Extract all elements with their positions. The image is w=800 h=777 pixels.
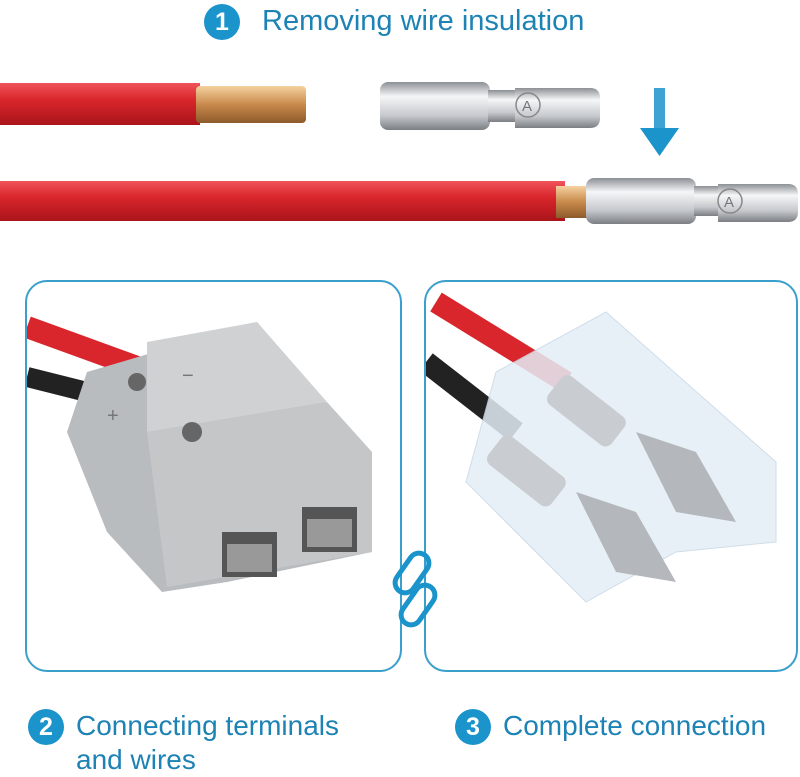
step-1-number: 1 — [204, 4, 240, 40]
step-1-heading: 1 Removing wire insulation — [204, 4, 584, 40]
svg-text:A: A — [522, 98, 532, 115]
step-2-number: 2 — [28, 709, 64, 745]
gray-connector-illustration: − + — [27, 316, 372, 592]
stripped-wire — [0, 83, 306, 125]
complete-connection-panel — [424, 280, 798, 672]
positive-mark: + — [107, 405, 119, 427]
step-1-label: Removing wire insulation — [262, 5, 585, 37]
step-2-label: Connecting terminals and wires — [76, 710, 340, 775]
connector-panel: − + — [25, 280, 402, 672]
step-3-heading: 3 Complete connection — [455, 709, 766, 745]
wire-stripping-illustration: A A — [0, 82, 798, 224]
negative-mark: − — [182, 365, 194, 387]
transparent-connector-illustration — [426, 292, 777, 603]
down-arrow-icon — [640, 88, 679, 156]
terminal-mark: A — [724, 194, 734, 211]
step-3-number: 3 — [455, 709, 491, 745]
step-2-heading: 2 Connecting terminals and wires — [28, 709, 388, 777]
assembled-wire: A — [0, 178, 798, 224]
step-3-label: Complete connection — [503, 710, 767, 741]
terminal-loose: A — [380, 82, 600, 130]
link-icon — [392, 550, 438, 628]
